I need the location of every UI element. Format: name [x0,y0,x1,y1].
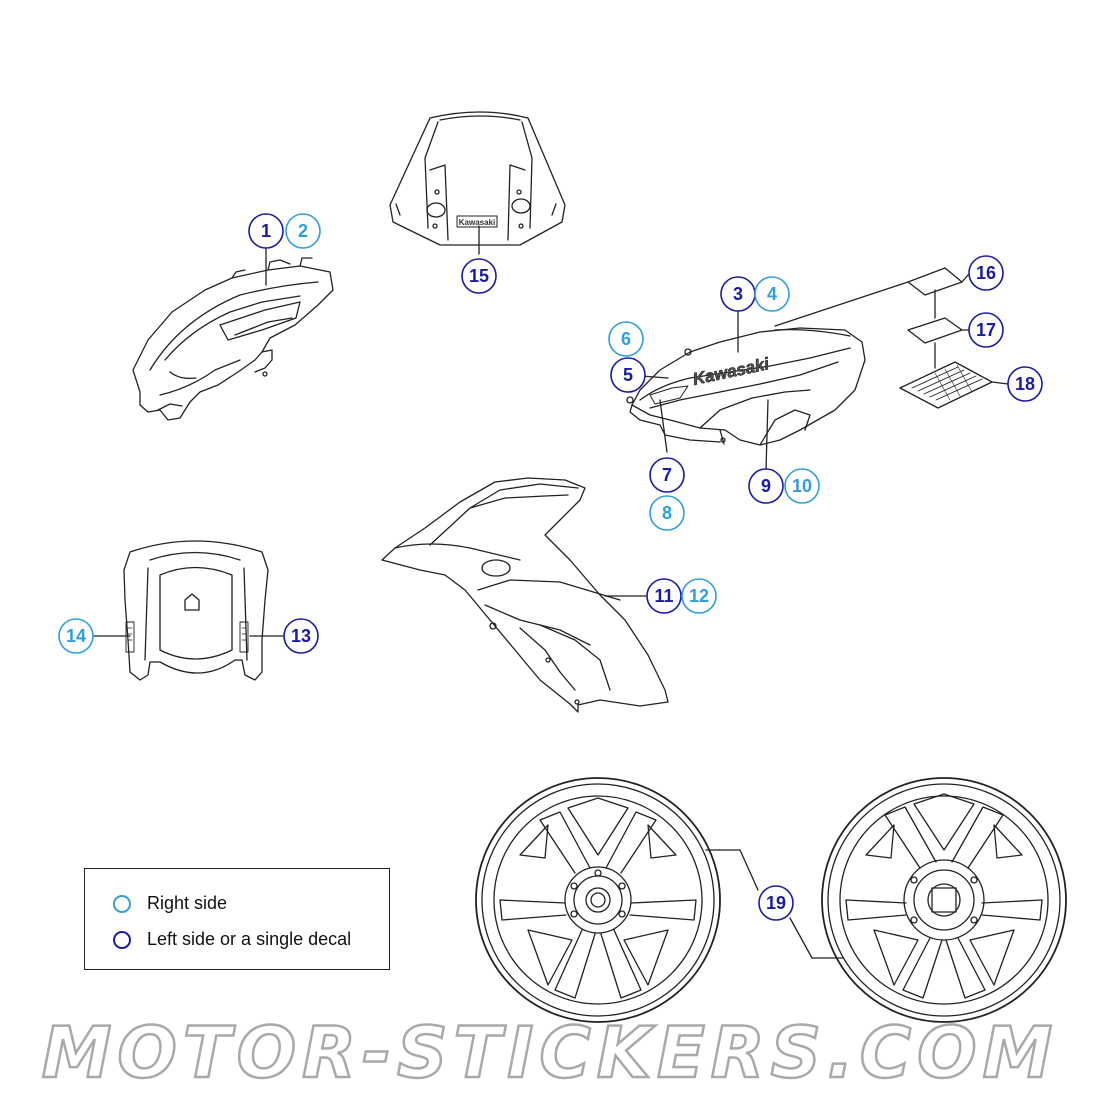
svg-text:14: 14 [66,626,86,646]
callout-8: 8 [649,495,685,531]
side-fairing-drawing [381,477,669,713]
legend: Right side Left side or a single decal [84,868,390,970]
callout-16: 16 [968,255,1004,291]
legend-left-side: Left side or a single decal [113,929,351,950]
svg-text:7: 7 [662,465,672,485]
callout-6: 6 [608,321,644,357]
callout-11: 11 [646,578,682,614]
callout-14: 14 [58,618,94,654]
svg-text:5: 5 [623,365,633,385]
svg-text:19: 19 [766,893,786,913]
windscreen-logo: Kawasaki [459,218,495,227]
svg-text:18: 18 [1015,374,1035,394]
front-fender-drawing [123,540,269,681]
svg-text:11: 11 [654,586,673,606]
svg-text:16: 16 [976,263,996,283]
svg-text:3: 3 [733,284,743,304]
legend-left-label: Left side or a single decal [147,929,352,949]
svg-text:6: 6 [621,329,631,349]
callout-15: 15 [461,258,497,294]
svg-text:13: 13 [291,626,311,646]
legend-right-side: Right side [113,893,227,914]
svg-text:8: 8 [662,503,672,523]
left-side-ring-icon [113,930,131,949]
callout-1: 1 [248,213,284,249]
svg-text:17: 17 [976,320,996,340]
callouts: 1 2 3 4 5 6 7 8 9 10 11 12 13 14 15 16 1… [58,213,1043,921]
callout-12: 12 [681,578,717,614]
callout-5: 5 [610,357,646,393]
right-side-ring-icon [113,894,131,913]
svg-text:10: 10 [792,476,812,496]
callout-10: 10 [784,468,820,504]
svg-text:9: 9 [761,476,771,496]
tank-cover-drawing: Kawasaki [626,327,866,446]
windscreen-drawing: Kawasaki [389,111,566,246]
callout-13: 13 [283,618,319,654]
rear-wheel-drawing [821,777,1067,1023]
svg-text:2: 2 [298,221,308,241]
callout-17: 17 [968,312,1004,348]
callout-7: 7 [649,457,685,493]
watermark: MOTOR-STICKERS.COM [41,1011,1059,1096]
front-cowl-drawing [132,257,334,421]
callout-4: 4 [754,276,790,312]
callout-3: 3 [720,276,756,312]
svg-text:15: 15 [469,266,489,286]
svg-text:1: 1 [261,221,271,241]
callout-9: 9 [748,468,784,504]
callout-18: 18 [1007,366,1043,402]
front-wheel-spokes [499,797,697,999]
legend-right-label: Right side [147,893,228,913]
svg-text:4: 4 [767,284,777,304]
front-wheel-drawing [475,777,721,1023]
leader-lines [93,225,1009,959]
svg-text:12: 12 [689,586,709,606]
rear-wheel-spokes [845,793,1043,999]
callout-19: 19 [758,885,794,921]
callout-2: 2 [285,213,321,249]
